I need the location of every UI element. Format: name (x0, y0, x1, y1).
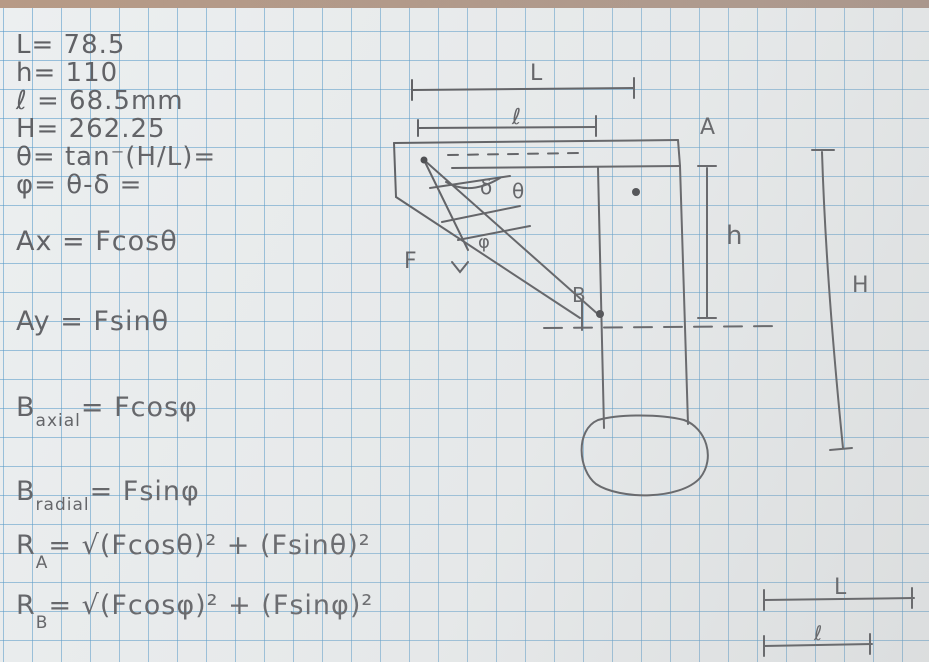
beam-diagonal (395, 196, 581, 319)
eq-bradial: Bradial= Fsinφ (16, 476, 200, 515)
note-h: h= 110 (16, 58, 119, 88)
label-phi: φ (478, 232, 490, 253)
label-H: H (852, 273, 869, 298)
force-line (423, 159, 469, 251)
post-left (597, 167, 605, 429)
eq-ay: Ay = Fsinθ (16, 306, 170, 337)
eq-baxial-subscript: axial (35, 411, 81, 431)
label-h: h (726, 221, 742, 251)
eq-ra: RA= √(Fcosθ)² + (Fsinθ)² (16, 530, 371, 573)
hatch-line-3 (457, 225, 531, 241)
eq-bradial-subscript: radial (35, 495, 90, 515)
eq-baxial-symbol: B (16, 392, 36, 423)
beam-bottom (451, 165, 681, 169)
eq-baxial-rhs: = Fcosφ (80, 392, 198, 423)
dim-l-line (417, 126, 597, 129)
note-H: H= 262.25 (16, 114, 166, 144)
bottom-dimension-sketch (763, 587, 915, 657)
label-delta: δ (480, 175, 492, 199)
point-load-dot (420, 156, 428, 164)
bottom-label-l: ℓ (813, 621, 822, 645)
eq-ra-symbol: R (16, 530, 36, 561)
hatch-line-1 (429, 175, 511, 189)
eq-ra-subscript: A (35, 553, 49, 573)
eq-ax: Ax = Fcosθ (16, 226, 178, 257)
dim-H-line (821, 151, 844, 449)
bottom-label-L: L (834, 575, 847, 600)
label-l: ℓ (511, 105, 521, 130)
table-edge (0, 0, 929, 8)
beam-left (393, 142, 397, 198)
note-L: L= 78.5 (16, 30, 126, 60)
dashed-top (447, 152, 581, 156)
point-A-dot (632, 188, 640, 196)
hatch-line-2 (441, 205, 521, 223)
eq-bradial-symbol: B (16, 476, 36, 507)
eq-baxial: Baxial= Fcosφ (16, 392, 198, 431)
angle-arc (445, 177, 501, 189)
post-right (679, 165, 689, 425)
eq-ra-rhs: = √(Fcosθ)² + (Fsinθ)² (48, 530, 371, 561)
note-theta: θ= tan⁻(H/L)= (16, 142, 217, 172)
base-wheel (580, 414, 709, 497)
dim-H-tick-bottom (829, 447, 853, 451)
dim-L-line (411, 87, 635, 91)
eq-rb: RB= √(Fcosφ)² + (Fsinφ)² (16, 590, 374, 633)
label-A: A (700, 115, 715, 140)
note-l: ℓ = 68.5mm (16, 86, 184, 116)
eq-rb-symbol: R (16, 590, 36, 621)
eq-rb-subscript: B (35, 613, 49, 633)
bottom-dim-L-line (763, 597, 915, 601)
label-B: B (572, 283, 586, 307)
bottom-dim-l-line (763, 643, 873, 647)
beam-top (393, 139, 679, 144)
note-phi: φ= θ-δ = (16, 170, 143, 200)
eq-bradial-rhs: = Fsinφ (89, 476, 200, 507)
label-F: F (404, 249, 417, 274)
label-theta: θ (512, 179, 524, 203)
eq-rb-rhs: = √(Fcosφ)² + (Fsinφ)² (48, 590, 374, 621)
arrow-head (451, 261, 469, 274)
dashed-base (543, 325, 781, 329)
point-B-dot (596, 310, 604, 318)
beam-right (677, 139, 681, 167)
label-L: L (530, 61, 543, 86)
